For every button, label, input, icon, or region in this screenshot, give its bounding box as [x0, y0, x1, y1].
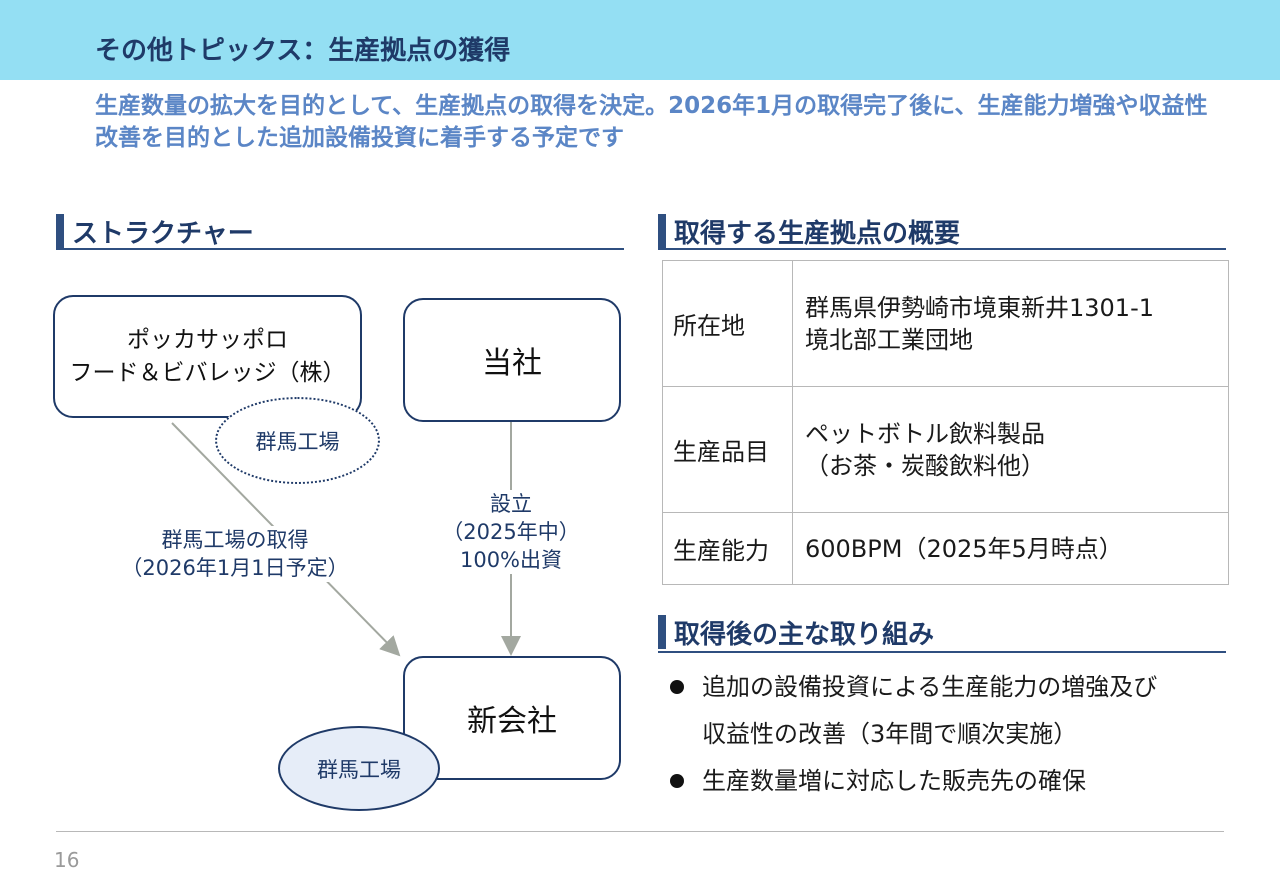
- row-key: 所在地: [662, 260, 793, 387]
- table-row: 生産能力 600BPM（2025年5月時点）: [662, 512, 1229, 585]
- establish-label-line3: 100%出資: [459, 548, 563, 572]
- newco-label: 新会社: [467, 704, 557, 739]
- acquisition-label-line2: （2026年1月1日予定）: [121, 556, 349, 580]
- list-item-line: 追加の設備投資による生産能力の増強及び: [702, 673, 1158, 701]
- initiatives-heading-text: 取得後の主な取り組み: [674, 620, 935, 650]
- heading-bar: [658, 214, 666, 248]
- row-value-line: （お茶・炭酸飲料他）: [805, 451, 1045, 480]
- seller-plant-label: 群馬工場: [255, 429, 340, 454]
- company-node: 当社: [403, 298, 621, 422]
- establish-label-line1: 設立: [490, 492, 532, 516]
- newco-plant-label: 群馬工場: [317, 757, 401, 782]
- list-item-line: 生産数量増に対応した販売先の確保: [702, 767, 1086, 795]
- overview-heading-text: 取得する生産拠点の概要: [674, 219, 961, 249]
- seller-name-line2: フード＆ビバレッジ（株）: [69, 359, 346, 386]
- acquisition-label: 群馬工場の取得 （2026年1月1日予定）: [110, 526, 360, 582]
- overview-table: 所在地 群馬県伊勢崎市境東新井1301-1 境北部工業団地 生産品目 ペットボト…: [662, 260, 1229, 585]
- heading-bar: [658, 615, 666, 649]
- table-row: 所在地 群馬県伊勢崎市境東新井1301-1 境北部工業団地: [662, 260, 1229, 387]
- row-value: ペットボトル飲料製品 （お茶・炭酸飲料他）: [792, 386, 1229, 513]
- list-item: 生産数量増に対応した販売先の確保: [668, 758, 1228, 805]
- row-value: 群馬県伊勢崎市境東新井1301-1 境北部工業団地: [792, 260, 1229, 387]
- slide-title: その他トピックス：生産拠点の獲得: [95, 36, 511, 66]
- row-value: 600BPM（2025年5月時点）: [792, 512, 1229, 585]
- seller-plant-badge: 群馬工場: [215, 397, 380, 484]
- row-value-line: 境北部工業団地: [805, 325, 973, 354]
- initiatives-heading-rule: [658, 651, 1226, 653]
- overview-heading-rule: [658, 248, 1226, 250]
- table-row: 生産品目 ペットボトル飲料製品 （お茶・炭酸飲料他）: [662, 386, 1229, 513]
- header-band: その他トピックス：生産拠点の獲得: [0, 0, 1280, 80]
- newco-node: 新会社: [403, 656, 621, 780]
- row-key: 生産能力: [662, 512, 793, 585]
- list-item-line: 収益性の改善（3年間で順次実施）: [702, 720, 1078, 748]
- lead-text: 生産数量の拡大を目的として、生産拠点の取得を決定。2026年1月の取得完了後に、…: [95, 93, 1208, 151]
- newco-plant-badge: 群馬工場: [278, 726, 440, 811]
- row-value-line: 群馬県伊勢崎市境東新井1301-1: [805, 293, 1155, 322]
- seller-name-line1: ポッカサッポロ: [127, 326, 288, 353]
- establish-label-line2: （2025年中）: [442, 520, 580, 544]
- heading-bar: [56, 214, 64, 248]
- company-label: 当社: [482, 346, 542, 381]
- row-value-line: ペットボトル飲料製品: [805, 419, 1045, 448]
- establish-label: 設立 （2025年中） 100%出資: [430, 490, 592, 574]
- structure-heading-rule: [56, 248, 624, 250]
- list-item: 追加の設備投資による生産能力の増強及び 収益性の改善（3年間で順次実施）: [668, 664, 1228, 758]
- row-value-line: 600BPM（2025年5月時点）: [805, 534, 1123, 563]
- initiatives-list: 追加の設備投資による生産能力の増強及び 収益性の改善（3年間で順次実施） 生産数…: [668, 664, 1228, 805]
- row-key: 生産品目: [662, 386, 793, 513]
- page-number: 16: [54, 848, 80, 872]
- structure-heading-text: ストラクチャー: [72, 219, 254, 249]
- footer-divider: [56, 831, 1224, 832]
- acquisition-label-line1: 群馬工場の取得: [161, 528, 309, 552]
